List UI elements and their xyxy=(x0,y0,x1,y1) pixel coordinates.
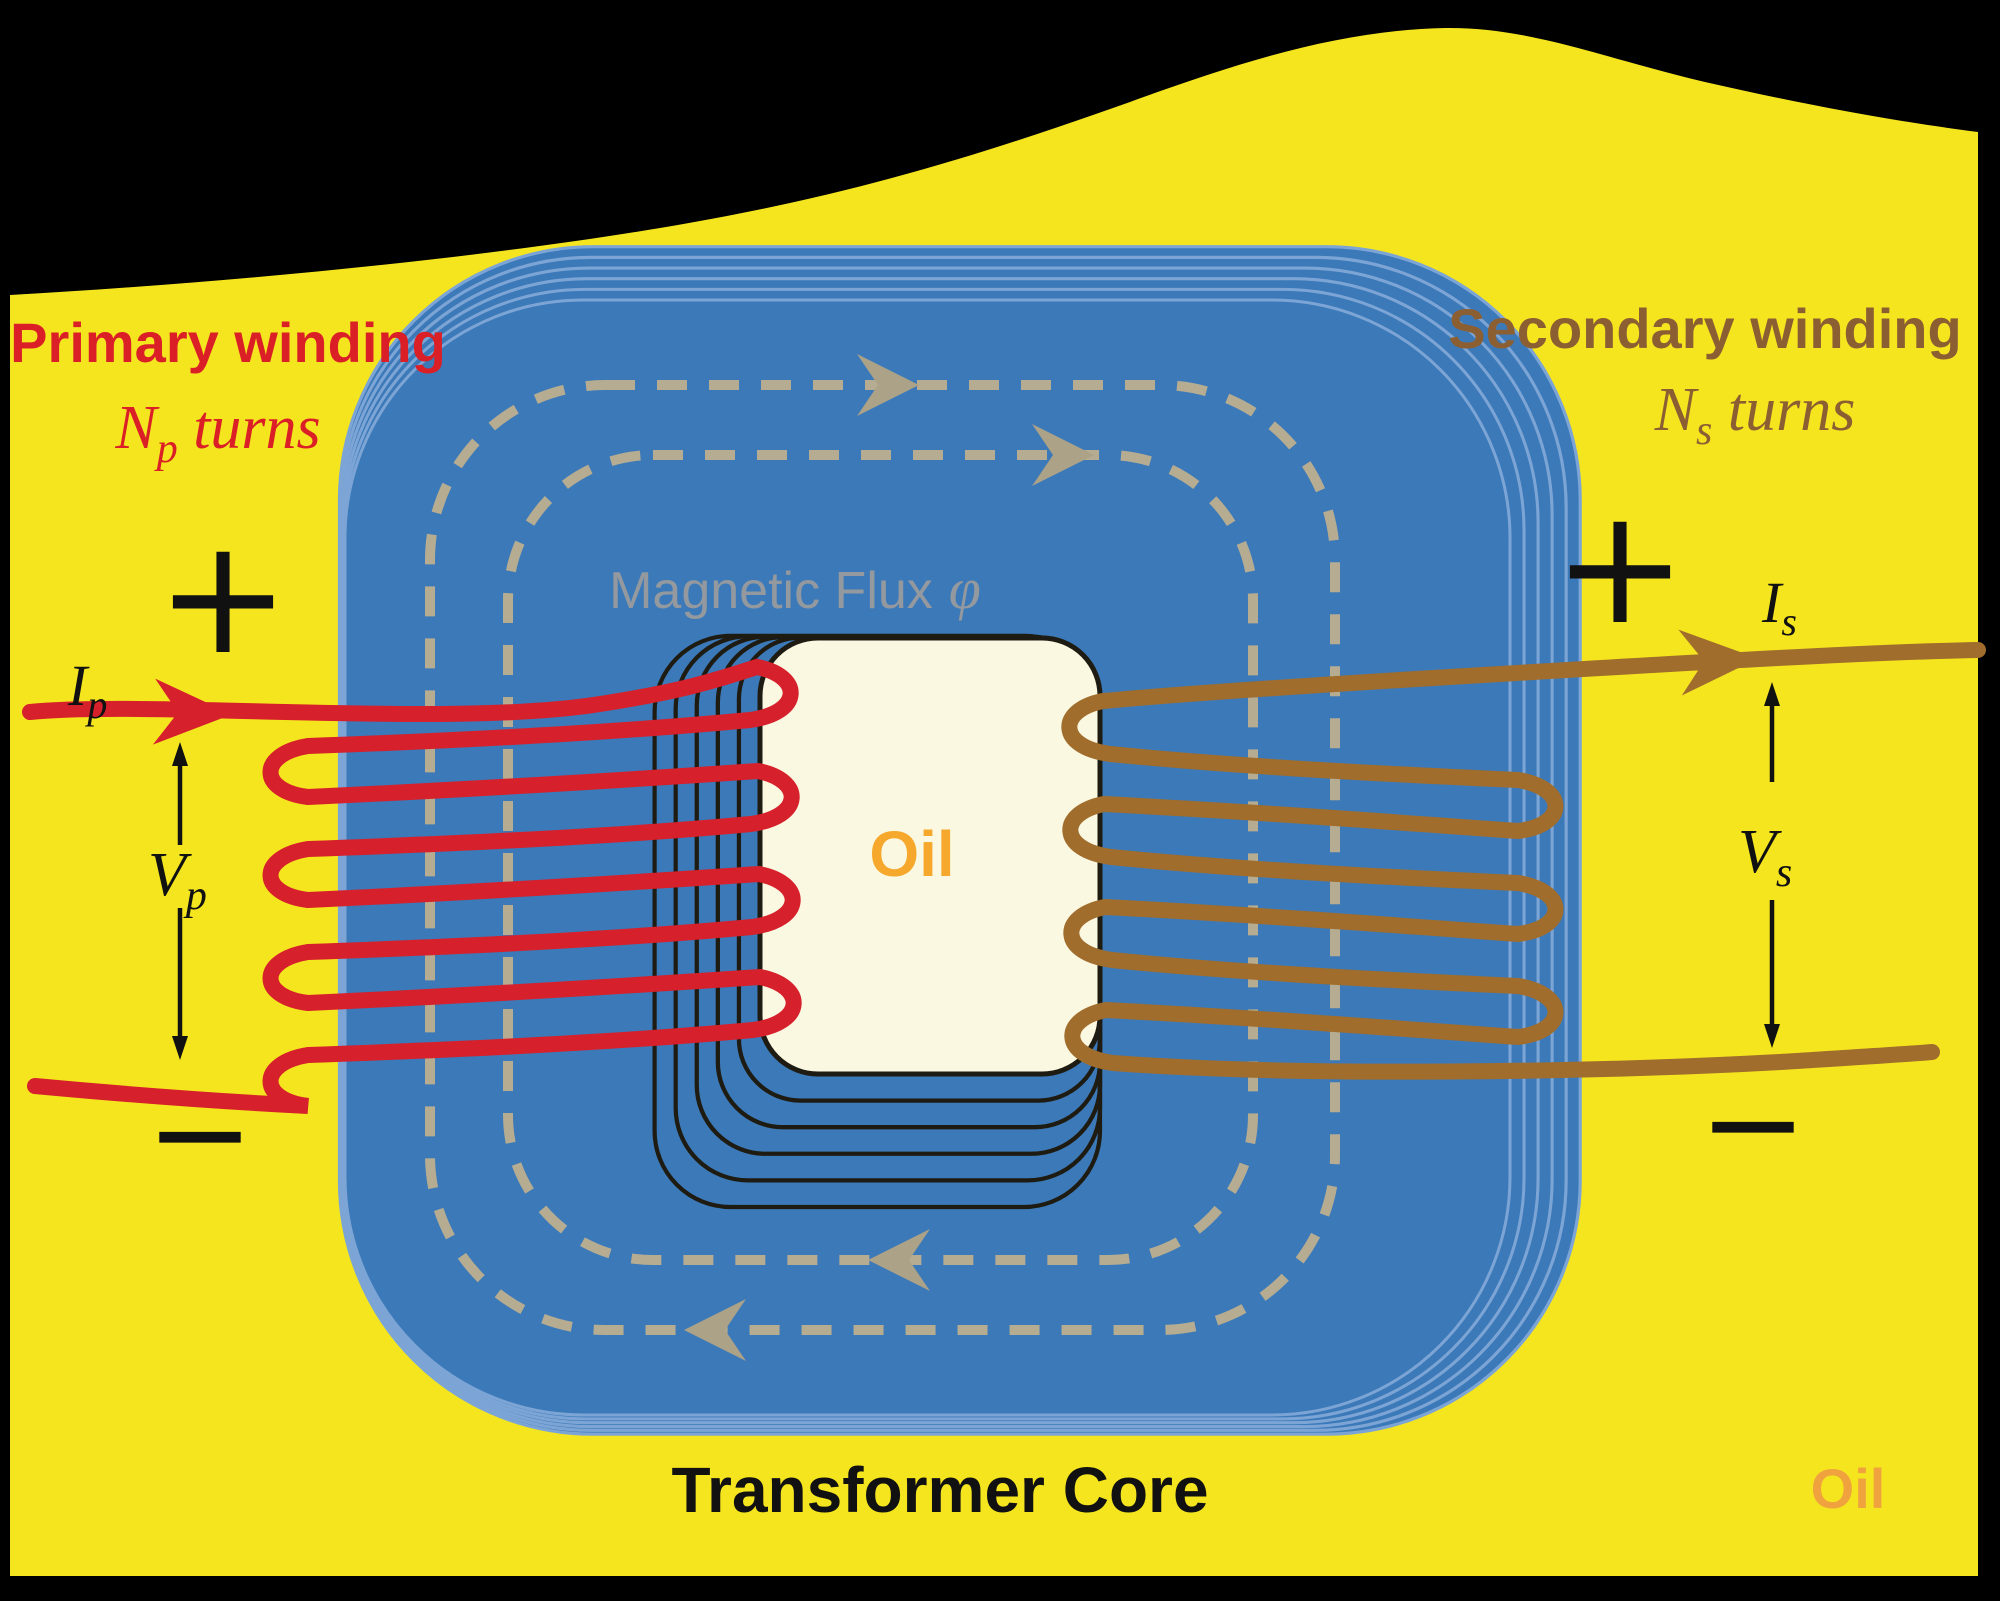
is-sub: s xyxy=(1781,599,1797,644)
phi-symbol: φ xyxy=(949,556,981,621)
is-base: I xyxy=(1761,570,1784,635)
ns-word: turns xyxy=(1712,376,1855,444)
flux-arrow-bottom-inner xyxy=(868,1229,930,1291)
np-sub: p xyxy=(154,426,178,472)
vp-lower-arrowhead xyxy=(172,1036,188,1060)
vs-lower-arrowhead xyxy=(1764,1024,1780,1048)
vs-upper-arrowhead xyxy=(1764,682,1780,706)
flux-arrow-bottom-outer xyxy=(684,1299,746,1361)
ip-sub: p xyxy=(84,682,107,727)
secondary-minus-sign: − xyxy=(1699,1047,1808,1199)
primary-minus-sign: − xyxy=(146,1057,255,1209)
secondary-voltage-label: Vs xyxy=(1738,818,1792,896)
ns-sub: s xyxy=(1696,408,1712,454)
vs-sub: s xyxy=(1776,850,1792,896)
secondary-current-label: Is xyxy=(1761,570,1797,644)
vp-sub: p xyxy=(183,873,207,919)
primary-voltage-arrows xyxy=(172,742,188,1060)
secondary-winding-wire xyxy=(1061,642,1986,1080)
ns-base: N xyxy=(1654,376,1700,444)
flux-loop-inner xyxy=(503,450,1258,1265)
primary-winding-wire xyxy=(22,658,802,1114)
vp-base: V xyxy=(148,841,192,909)
oil-window-label: Oil xyxy=(869,818,954,890)
oil-bath-label: Oil xyxy=(1811,1457,1886,1520)
np-base: N xyxy=(114,394,160,462)
np-word: turns xyxy=(178,394,321,462)
secondary-voltage-arrows xyxy=(1764,682,1780,1048)
primary-current-arrowhead xyxy=(152,678,232,745)
vp-upper-arrowhead xyxy=(172,742,188,766)
secondary-winding-heading: Secondary winding xyxy=(1448,297,1961,360)
secondary-current-arrowhead xyxy=(1678,629,1758,696)
primary-plus-sign: + xyxy=(156,503,290,690)
magnetic-flux-text: Magnetic Flux xyxy=(609,562,933,620)
diagram-title: Transformer Core xyxy=(671,1454,1208,1526)
flux-arrowheads xyxy=(684,354,1094,1361)
vs-base: V xyxy=(1738,818,1782,886)
primary-winding-heading: Primary winding xyxy=(10,311,446,374)
flux-arrow-top-inner xyxy=(1032,424,1094,486)
ip-base: I xyxy=(67,653,90,718)
primary-current-label: Ip xyxy=(67,653,107,727)
primary-voltage-label: Vp xyxy=(148,841,207,919)
secondary-plus-sign: + xyxy=(1553,473,1687,660)
secondary-turns-label: Ns turns xyxy=(1654,376,1856,454)
magnetic-flux-label: Magnetic Flux φ xyxy=(609,556,981,621)
flux-arrow-top-outer xyxy=(857,354,919,416)
primary-turns-label: Np turns xyxy=(114,394,320,472)
